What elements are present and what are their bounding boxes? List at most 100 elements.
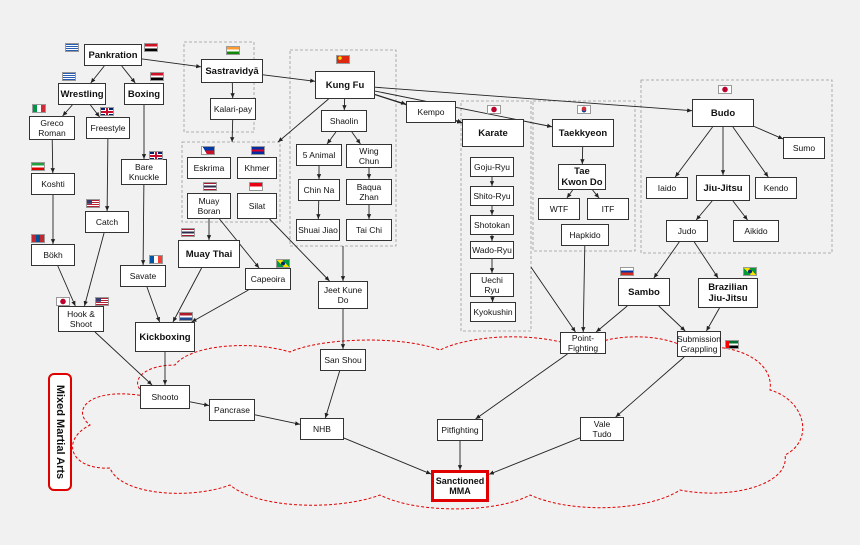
node-kickboxing: Kickboxing	[135, 322, 195, 352]
edge-sastravidya-to-kung-fu	[262, 74, 316, 83]
node-greco-roman: Greco Roman	[29, 116, 75, 140]
node-judo: Judo	[666, 220, 708, 242]
node-muay-thai: Muay Thai	[178, 240, 240, 268]
node-savate: Savate	[120, 265, 166, 287]
node-kempo: Kempo	[406, 101, 456, 123]
group-box-1	[183, 41, 255, 133]
edge-shooto-to-pancrase	[189, 401, 210, 407]
edge-wrestling-to-freestyle	[90, 104, 100, 118]
edge-san-shou-to-nhb	[324, 370, 341, 419]
flag-usa-icon	[86, 199, 100, 208]
group-box-5	[532, 100, 636, 252]
edge-budo-to-sumo	[753, 125, 784, 140]
edge-savate-to-kickboxing	[146, 286, 161, 323]
group-box-2	[181, 141, 281, 223]
node-silat: Silat	[237, 193, 277, 219]
flag-italy-icon	[32, 104, 46, 113]
mma-cloud	[72, 336, 804, 510]
flag-japan-icon	[718, 85, 732, 94]
edge-jiujitsu-to-judo	[695, 200, 713, 221]
edge-karate-styles-to-point-fighting	[530, 266, 576, 333]
flag-greece-icon	[62, 72, 76, 81]
edge-hapkido-to-point-fighting	[581, 245, 586, 333]
flag-usa-icon	[95, 297, 109, 306]
node-iaido: Iaido	[646, 177, 688, 199]
edge-sambo-to-point-fighting	[595, 305, 628, 333]
edge-sambo-to-sub-grappling	[658, 305, 686, 332]
flag-united-kingdom-icon	[100, 107, 114, 116]
node-vale-tudo: Vale Tudo	[580, 417, 624, 441]
edge-tkd-to-wtf	[566, 189, 574, 199]
flag-brazil-icon	[743, 267, 757, 276]
flag-mongolia-icon	[31, 234, 45, 243]
edge-point-fighting-to-pitfighting	[475, 353, 568, 420]
edge-bjj-to-sub-grappling	[706, 307, 720, 332]
edge-kung-fu-to-budo	[374, 86, 693, 113]
flag-thailand-icon	[203, 182, 217, 191]
node-san-shou: San Shou	[320, 349, 366, 371]
node-baqua-zhan: Baqua Zhan	[346, 179, 392, 205]
flag-united-kingdom-icon	[149, 151, 163, 160]
edge-muay-thai-to-kickboxing	[172, 267, 202, 323]
edge-bare-knuckle-to-savate	[140, 184, 146, 266]
node-hook-shoot: Hook & Shoot	[58, 306, 104, 332]
edge-tkd-to-itf	[592, 189, 600, 199]
flag-cambodia-icon	[251, 146, 265, 155]
flag-south-korea-icon	[577, 105, 591, 114]
edge-greco-roman-to-koshti	[50, 139, 55, 174]
edge-judo-to-sambo	[653, 241, 680, 279]
node-budo: Budo	[692, 99, 754, 127]
edge-budo-to-kendo	[732, 126, 769, 178]
edge-shaolin-to-five-animal	[326, 131, 337, 145]
group-box-6	[640, 79, 833, 254]
node-sastravidya: Sastravidyā	[201, 59, 263, 83]
node-pankration: Pankration	[84, 44, 142, 66]
flag-thailand-icon	[181, 228, 195, 237]
node-kendo: Kendo	[755, 177, 797, 199]
node-wing-chun: Wing Chun	[346, 144, 392, 168]
edge-freestyle-to-catch	[105, 138, 110, 212]
edge-pancrase-to-nhb	[254, 414, 301, 426]
node-tkd: Tae Kwon Do	[558, 164, 606, 190]
edge-shaolin-to-wing-chun	[351, 131, 361, 145]
edge-silat-to-jeet-kune-do	[269, 218, 330, 282]
node-karate: Karate	[462, 119, 524, 147]
edge-wrestling-to-greco-roman	[62, 104, 73, 117]
edge-catch-to-hook-shoot	[83, 232, 105, 307]
group-box-4	[460, 100, 532, 332]
edge-kung-fu-to-southeast-asia	[277, 98, 329, 143]
node-capeoira: Capeoira	[245, 268, 291, 290]
flag-brazil-icon	[276, 259, 290, 268]
node-bjj: Brazilian Jiu-Jitsu	[698, 278, 758, 308]
node-tai-chi: Tai Chi	[346, 219, 392, 241]
node-point-fighting: Point- Fighting	[560, 332, 606, 354]
flag-egypt-icon	[150, 72, 164, 81]
node-koshti: Koshti	[31, 173, 75, 195]
edge-capeoira-to-kickboxing	[191, 289, 249, 323]
edge-nhb-to-sanctioned-mma	[343, 437, 432, 475]
edge-pankration-to-boxing	[121, 65, 136, 84]
flag-philippines-icon	[201, 146, 215, 155]
flag-japan-icon	[56, 297, 70, 306]
edge-hook-shoot-to-shooto	[94, 331, 153, 386]
flag-indonesia-icon	[249, 182, 263, 191]
node-shaolin: Shaolin	[321, 110, 367, 132]
node-pancrase: Pancrase	[209, 399, 255, 421]
edge-jiujitsu-to-aikido	[732, 200, 748, 221]
edge-vale-tudo-to-sanctioned-mma	[488, 437, 581, 475]
flag-france-icon	[149, 255, 163, 264]
edge-bokh-to-hook-shoot	[57, 265, 76, 307]
node-bokh: Bökh	[31, 244, 75, 266]
node-shooto: Shooto	[140, 385, 190, 409]
flag-iran-icon	[31, 162, 45, 171]
node-kyokushin: Kyokushin	[470, 302, 516, 322]
flag-russia-icon	[620, 267, 634, 276]
side-label-box: Mixed Martial Arts	[48, 373, 72, 491]
edge-budo-to-iaido	[674, 126, 713, 178]
node-shito: Shito-Ryu	[470, 186, 514, 206]
edge-kalari-to-southeast-asia	[230, 119, 235, 143]
node-sambo: Sambo	[618, 278, 670, 306]
flag-india-icon	[226, 46, 240, 55]
connector-lines	[50, 58, 784, 475]
node-five-animal: 5 Animal	[296, 144, 342, 166]
